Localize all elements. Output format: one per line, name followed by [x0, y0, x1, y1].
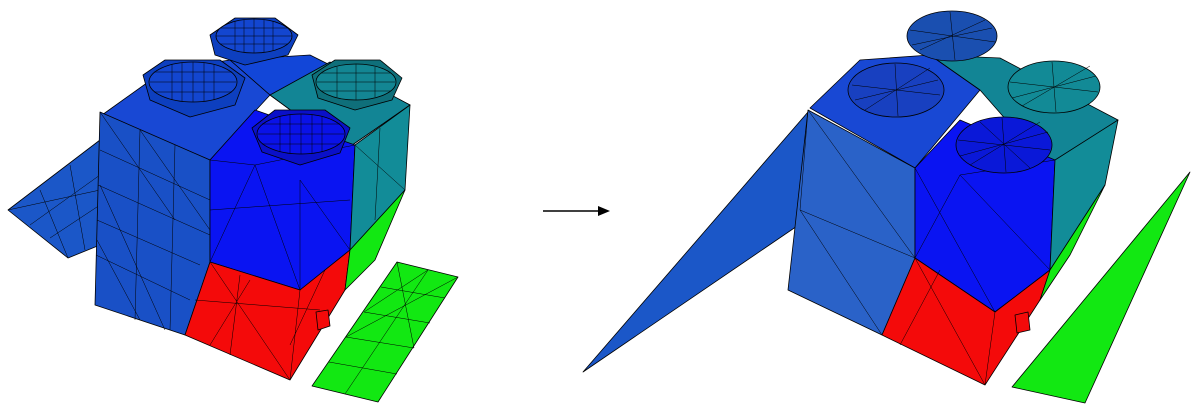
- stud-teal: [311, 59, 403, 111]
- green-spike: [1011, 171, 1191, 404]
- green-side-strip: [344, 189, 406, 291]
- long-blue-spike: [582, 111, 809, 373]
- stud-left-right: [847, 62, 945, 118]
- stud-front-right: [955, 116, 1053, 174]
- red-mesh: [194, 261, 326, 381]
- green-plate-mesh: [328, 261, 459, 395]
- small-nub-right: [1014, 311, 1031, 334]
- stud-back-right: [906, 10, 998, 62]
- stud-left: [142, 59, 246, 118]
- stud-back: [209, 17, 299, 66]
- green-plate: [311, 261, 459, 403]
- small-nub: [315, 309, 331, 331]
- left-flap: [7, 139, 101, 259]
- right-arrow-icon: [543, 206, 610, 216]
- stud-teal-right: [1007, 60, 1101, 114]
- left-panel-dense-mesh: [7, 17, 459, 403]
- left-flap-mesh: [7, 164, 101, 259]
- green-side-strip-right: [1039, 184, 1106, 301]
- front-left-mesh: [95, 111, 211, 331]
- stud-front: [251, 109, 351, 166]
- right-panel-coarse-mesh: [582, 10, 1191, 404]
